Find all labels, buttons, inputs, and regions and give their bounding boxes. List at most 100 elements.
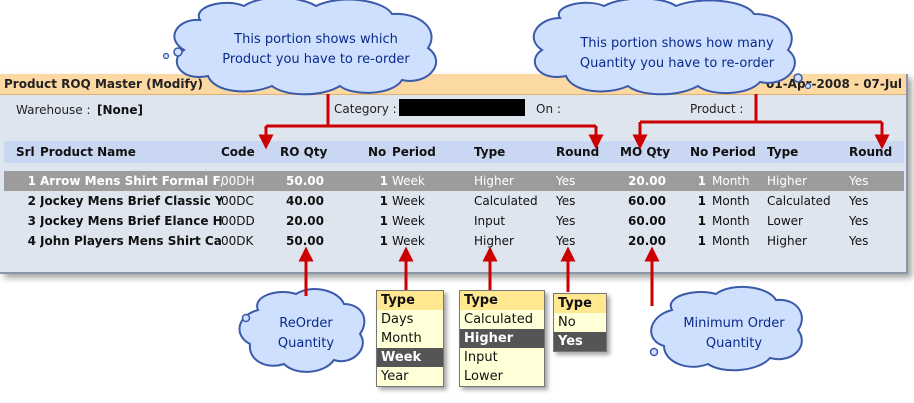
col-code: Code	[221, 145, 255, 159]
type-option[interactable]: Higher	[460, 329, 544, 348]
cell-mo-round: Yes	[849, 214, 869, 228]
cell-ro-no: 1	[379, 234, 388, 248]
col-mo-no: No	[690, 145, 709, 159]
cell-product-name: Jockey Mens Brief Classic Y	[40, 194, 222, 208]
cell-mo-round: Yes	[849, 234, 869, 248]
period-option[interactable]: Month	[381, 331, 422, 346]
round-dropdown-header: Type	[554, 294, 606, 313]
col-ro-qty: RO Qty	[280, 145, 328, 159]
col-srl: Srl	[16, 145, 35, 159]
cell-ro-period: Week	[392, 174, 425, 188]
warehouse-value[interactable]: [None]	[97, 103, 143, 117]
cell-ro-qty: 40.00	[286, 194, 324, 208]
arrow-quantity	[632, 94, 890, 150]
cell-code: 00DC	[221, 194, 254, 208]
cell-ro-period: Week	[392, 234, 425, 248]
col-product-name: Product Name	[40, 145, 136, 159]
cell-code: 00DK	[221, 234, 254, 248]
cell-ro-no: 1	[379, 214, 388, 228]
cell-srl: 3	[27, 214, 36, 228]
cell-ro-type: Input	[474, 214, 506, 228]
callout-reorder-text: ReOrder Quantity	[277, 316, 335, 351]
cell-mo-type: Higher	[767, 234, 807, 248]
type-option[interactable]: Calculated	[464, 312, 533, 327]
round-option[interactable]: Yes	[554, 332, 606, 351]
cell-code: 00DH	[221, 174, 255, 188]
arrow-product	[258, 94, 604, 150]
category-field[interactable]	[399, 99, 525, 116]
cell-mo-no: 1	[697, 234, 706, 248]
cell-ro-qty: 50.00	[286, 234, 324, 248]
col-mo-period: Period	[712, 145, 756, 159]
cell-ro-type: Higher	[474, 174, 514, 188]
cell-mo-qty: 60.00	[628, 214, 666, 228]
period-option[interactable]: Year	[381, 369, 409, 384]
cell-ro-round: Yes	[556, 234, 576, 248]
cell-mo-type: Higher	[767, 174, 807, 188]
cell-ro-no: 1	[379, 194, 388, 208]
cell-mo-no: 1	[697, 174, 706, 188]
cell-mo-no: 1	[697, 194, 706, 208]
cell-ro-period: Week	[392, 194, 425, 208]
cell-mo-no: 1	[697, 214, 706, 228]
cell-code: 00DD	[221, 214, 255, 228]
cell-product-name: Arrow Mens Shirt Formal F/S	[40, 174, 222, 188]
cell-product-name: John Players Mens Shirt Cas	[40, 234, 222, 248]
period-dropdown-header: Type	[377, 291, 443, 310]
cell-ro-period: Week	[392, 214, 425, 228]
cell-mo-period: Month	[712, 234, 750, 248]
cell-ro-round: Yes	[556, 214, 576, 228]
col-ro-type: Type	[474, 145, 506, 159]
cell-mo-type: Calculated	[767, 194, 831, 208]
cell-mo-period: Month	[712, 174, 750, 188]
cloud-minimum	[649, 285, 803, 372]
cell-mo-period: Month	[712, 194, 750, 208]
product-label: Product :	[690, 102, 744, 116]
cell-ro-qty: 20.00	[286, 214, 324, 228]
cell-srl: 2	[27, 194, 36, 208]
col-mo-type: Type	[767, 145, 799, 159]
cell-ro-round: Yes	[556, 174, 576, 188]
cell-mo-round: Yes	[849, 194, 869, 208]
type-dropdown-header: Type	[460, 291, 544, 310]
period-option[interactable]: Days	[381, 312, 414, 327]
window-title: Product ROQ Master (Modify)	[4, 77, 203, 91]
cell-mo-qty: 20.00	[628, 174, 666, 188]
cloud-quantity	[532, 0, 812, 96]
cell-mo-qty: 60.00	[628, 194, 666, 208]
table-header	[4, 141, 904, 163]
cell-srl: 1	[27, 174, 36, 188]
type-option[interactable]: Input	[464, 350, 498, 365]
cell-ro-type: Higher	[474, 234, 514, 248]
cell-srl: 4	[27, 234, 36, 248]
col-ro-no: No	[368, 145, 387, 159]
round-option[interactable]: No	[558, 315, 576, 330]
cell-mo-round: Yes	[849, 174, 869, 188]
cloud-product	[162, 0, 438, 96]
callout-minimum-text: Minimum Order Quantity	[683, 316, 785, 351]
col-ro-round: Round	[556, 145, 600, 159]
cell-ro-no: 1	[379, 174, 388, 188]
period-option[interactable]: Week	[377, 348, 443, 367]
type-option[interactable]: Lower	[464, 369, 503, 384]
cell-product-name: Jockey Mens Brief Elance Hip	[40, 214, 222, 228]
on-label: On :	[536, 102, 561, 116]
col-ro-period: Period	[392, 145, 436, 159]
cell-mo-qty: 20.00	[628, 234, 666, 248]
callout-quantity-text: This portion shows how many Quantity you…	[579, 36, 775, 71]
cell-ro-type: Calculated	[474, 194, 538, 208]
callout-product-text: This portion shows which Product you hav…	[222, 32, 410, 67]
category-label: Category :	[334, 102, 397, 116]
warehouse-label: Warehouse :	[16, 103, 91, 117]
cell-mo-type: Lower	[767, 214, 803, 228]
cell-ro-qty: 50.00	[286, 174, 324, 188]
cell-ro-round: Yes	[556, 194, 576, 208]
